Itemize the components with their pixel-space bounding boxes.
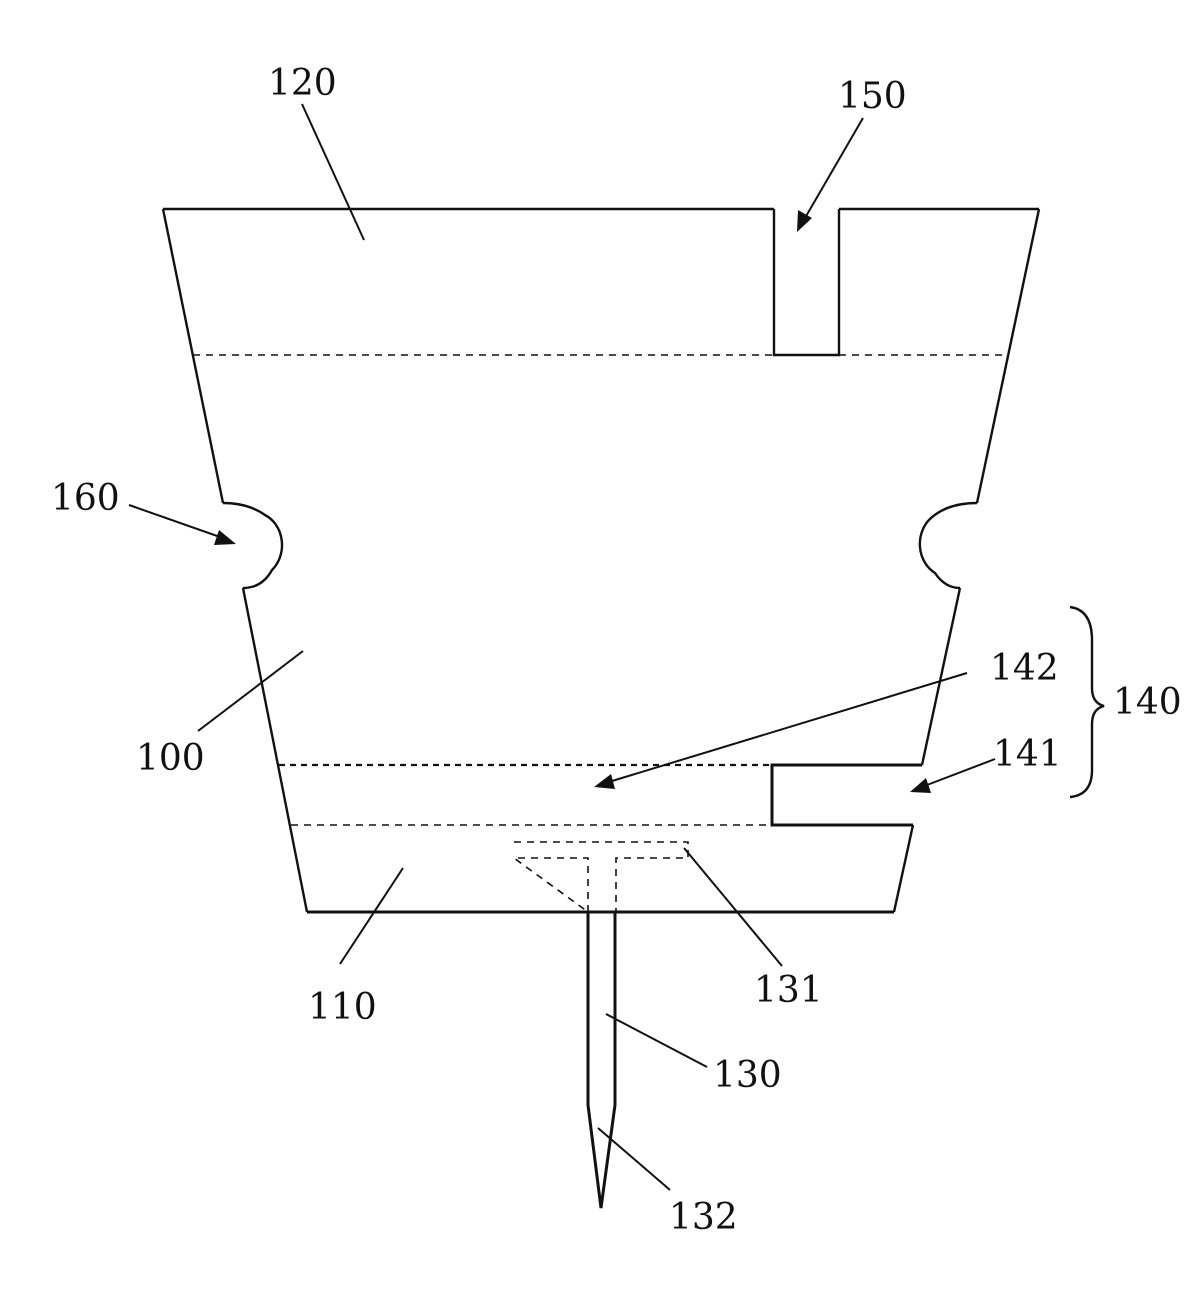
- arrow-142-shaft: [611, 672, 968, 782]
- arrow-150-shaft: [804, 117, 864, 219]
- leader-131: [683, 847, 783, 967]
- reference-numerals: 120 150 160 100 142 140 141 110 131 130 …: [51, 63, 1182, 1238]
- partition-lines: [193, 354, 1009, 826]
- leader-lines: [197, 103, 783, 1191]
- arrow-142-head: [594, 774, 615, 789]
- leader-110: [339, 867, 404, 965]
- label-132: 132: [669, 1197, 738, 1238]
- label-130: 130: [713, 1055, 782, 1096]
- leader-130: [605, 1013, 708, 1068]
- label-140: 140: [1113, 682, 1182, 723]
- label-141: 141: [993, 734, 1062, 775]
- leader-100: [197, 650, 304, 732]
- needle-130: [511, 841, 689, 1209]
- needle-shaft: [586, 912, 617, 1209]
- arrow-150-head: [797, 210, 812, 232]
- arrow-160-shaft: [128, 504, 221, 538]
- arrow-160-head: [214, 530, 236, 545]
- label-142: 142: [990, 648, 1059, 689]
- leader-132: [597, 1127, 671, 1191]
- arrow-141-head: [910, 778, 931, 793]
- arrow-141-shaft: [926, 758, 996, 786]
- brace-140: [1069, 605, 1105, 799]
- label-160: 160: [51, 478, 120, 519]
- label-150: 150: [838, 76, 907, 117]
- label-120: 120: [268, 63, 337, 104]
- label-100: 100: [136, 738, 205, 779]
- needle-flange-131: [511, 841, 689, 914]
- label-131: 131: [754, 970, 823, 1011]
- arrows: [128, 117, 996, 793]
- container-body-100: [161, 207, 1041, 914]
- leader-120: [301, 103, 365, 241]
- label-110: 110: [308, 987, 377, 1028]
